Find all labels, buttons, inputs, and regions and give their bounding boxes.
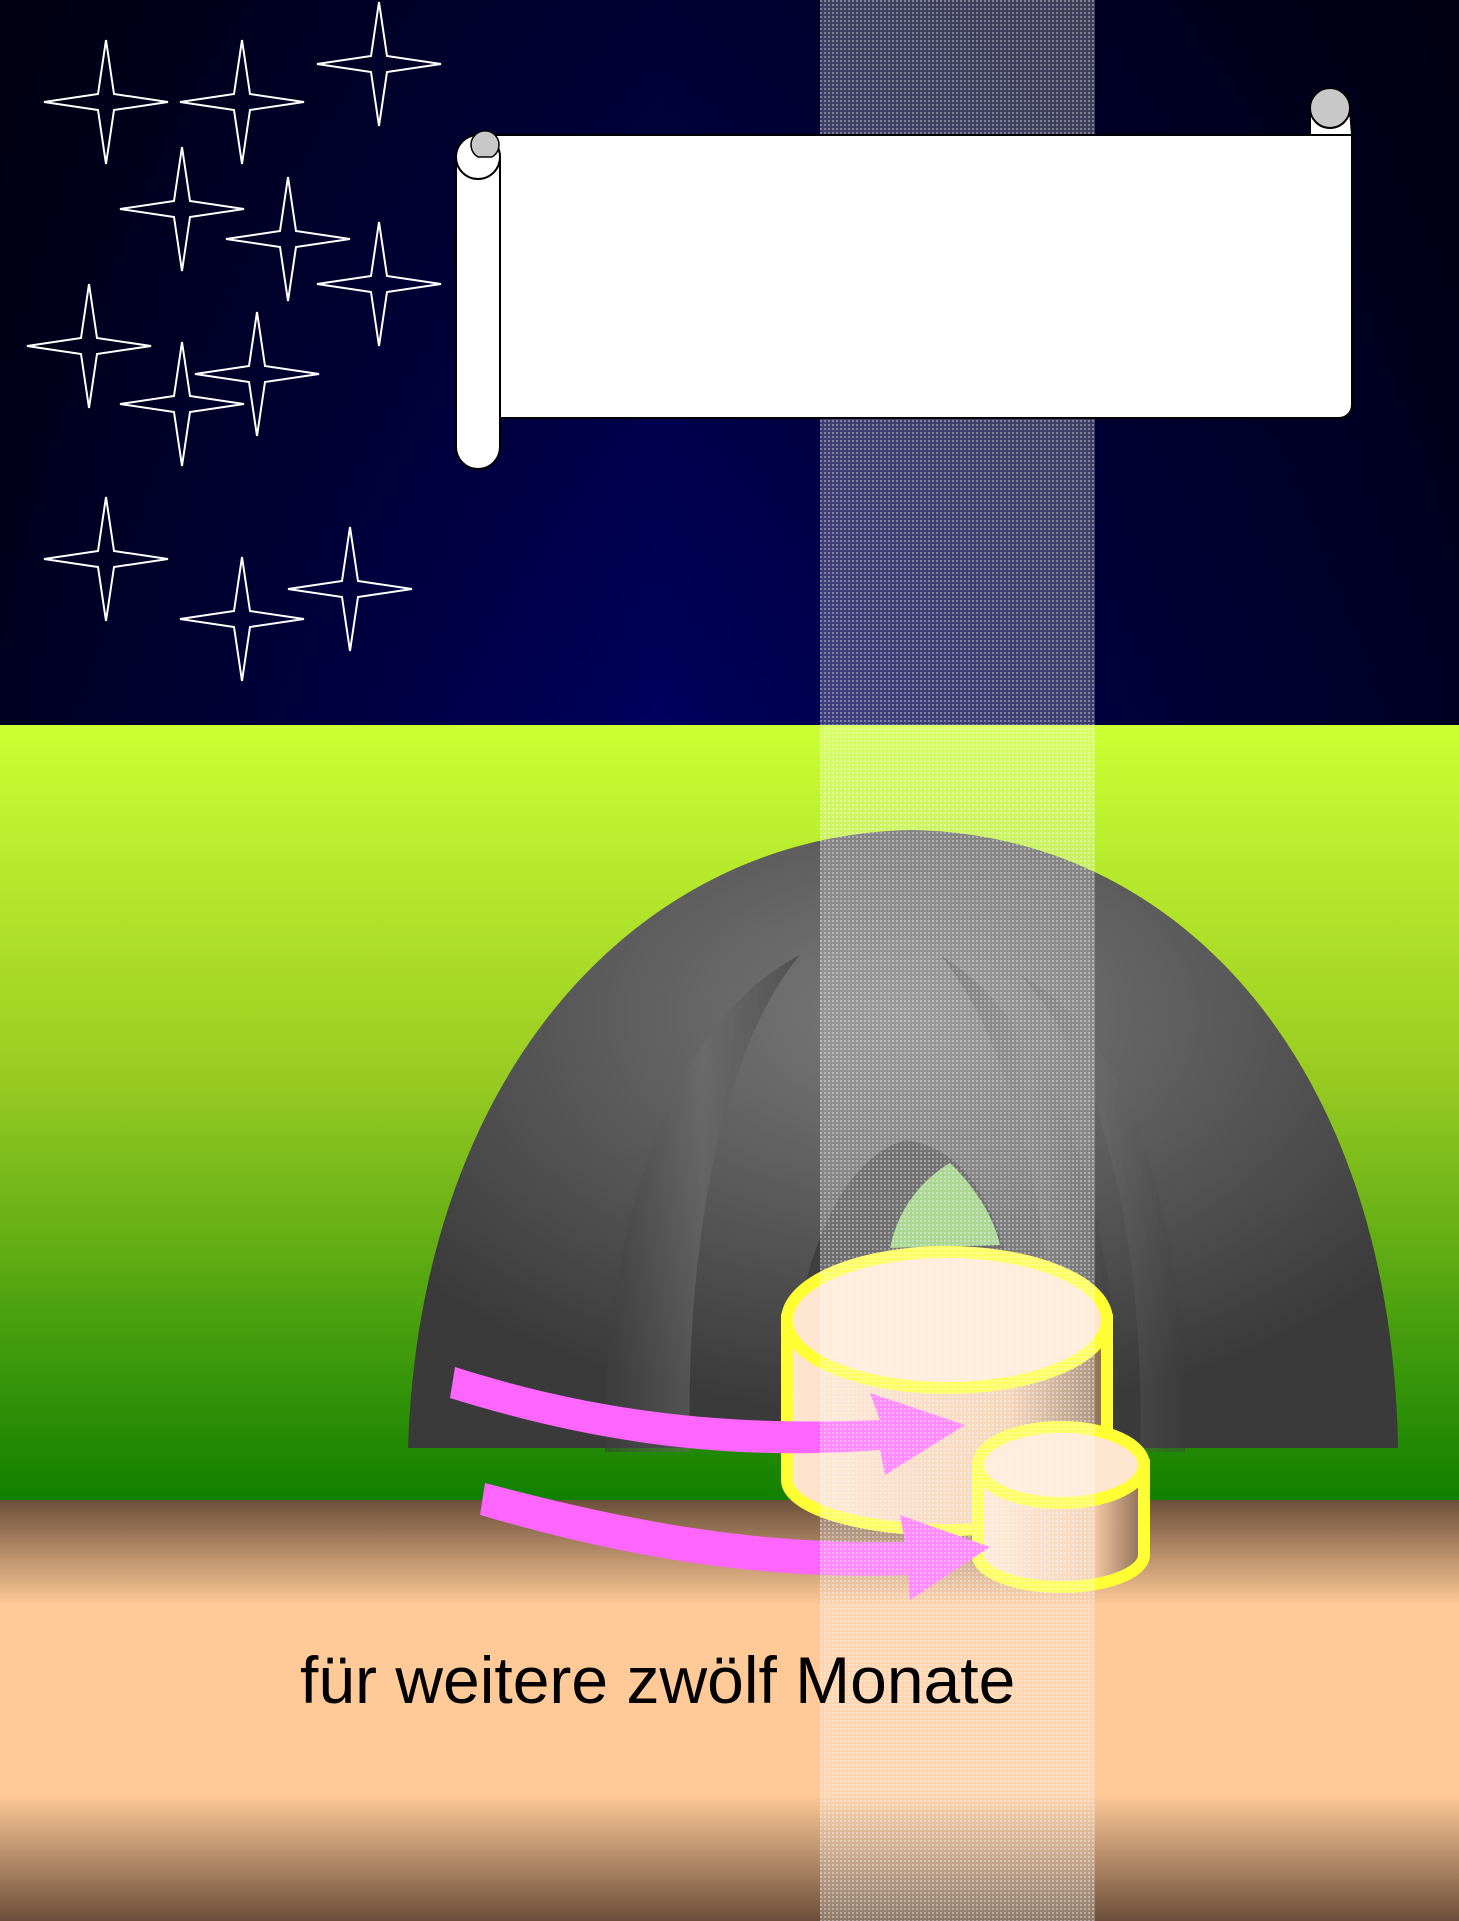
caption-text: für weitere zwölf Monate xyxy=(300,1642,1160,1718)
scroll-banner-icon xyxy=(456,88,1352,469)
